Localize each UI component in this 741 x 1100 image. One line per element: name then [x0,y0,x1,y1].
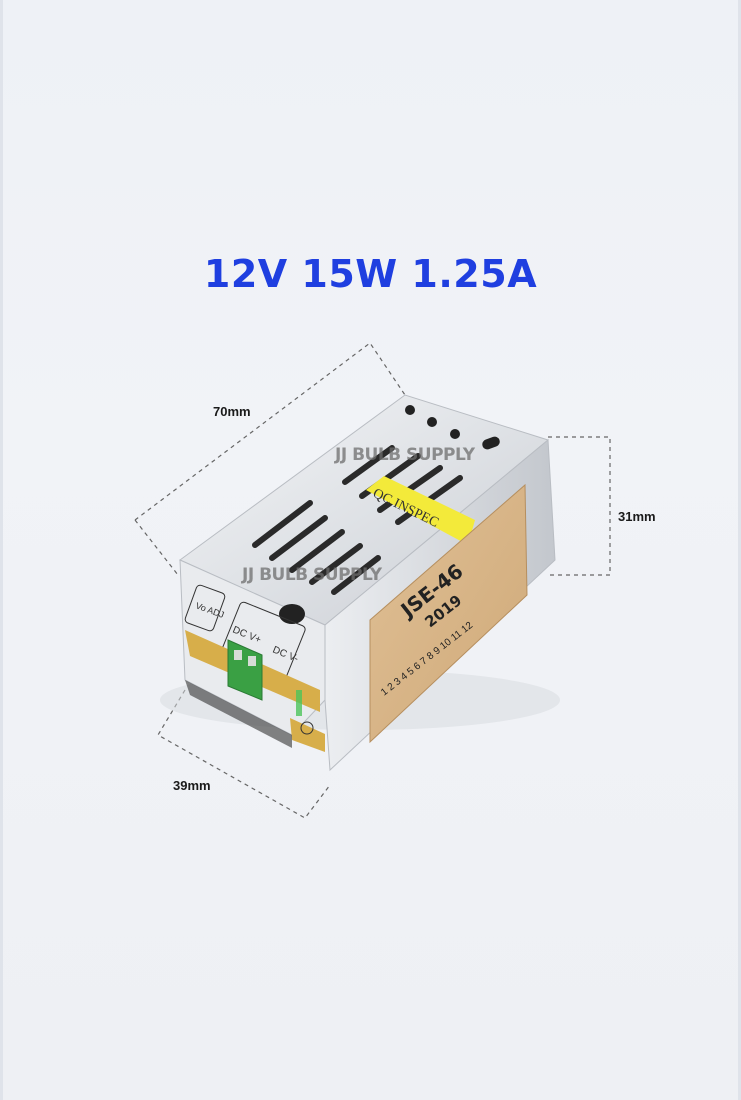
watermark-top: JJ BULB SUPPLY [335,445,475,465]
watermark-middle: JJ BULB SUPPLY [242,565,382,585]
length-dimension-label: 70mm [213,404,251,419]
qc-sticker [366,476,475,545]
height-dimension-label: 31mm [618,509,656,524]
vent-slots [252,445,463,595]
model-label [369,483,528,744]
led-indicator [296,690,302,716]
dimension-lines [134,342,611,819]
width-dimension-label: 39mm [173,778,211,793]
image-edge-left [0,0,3,1100]
spec-headline: 12V 15W 1.25A [203,252,538,296]
image-edge-right [738,0,741,1100]
